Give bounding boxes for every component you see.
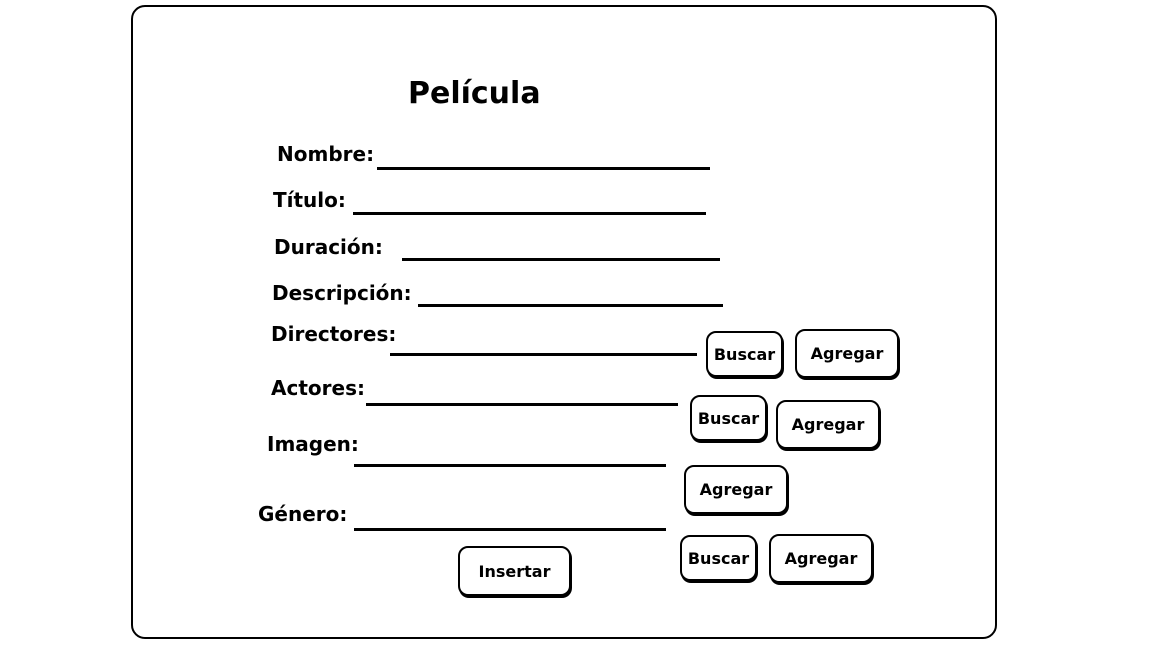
genero-input[interactable] — [354, 528, 666, 531]
actores-agregar-button[interactable]: Agregar — [776, 400, 880, 449]
nombre-label: Nombre: — [277, 142, 375, 166]
genero-agregar-button[interactable]: Agregar — [769, 534, 873, 583]
descripcion-input[interactable] — [418, 304, 723, 307]
duracion-input[interactable] — [402, 258, 720, 261]
directores-agregar-button[interactable]: Agregar — [795, 329, 899, 378]
actores-input[interactable] — [366, 403, 678, 406]
titulo-label: Título: — [273, 188, 346, 212]
imagen-label: Imagen: — [267, 432, 359, 456]
titulo-input[interactable] — [353, 212, 706, 215]
insertar-button[interactable]: Insertar — [458, 546, 571, 596]
imagen-input[interactable] — [354, 464, 666, 467]
genero-buscar-button[interactable]: Buscar — [680, 535, 757, 581]
directores-label: Directores: — [271, 322, 397, 346]
duracion-label: Duración: — [274, 235, 383, 259]
actores-buscar-button[interactable]: Buscar — [690, 395, 767, 441]
form-window — [131, 5, 997, 639]
form-title: Película — [408, 76, 541, 111]
genero-label: Género: — [258, 502, 348, 526]
directores-input[interactable] — [390, 353, 697, 356]
directores-buscar-button[interactable]: Buscar — [706, 331, 783, 377]
descripcion-label: Descripción: — [272, 281, 412, 305]
actores-label: Actores: — [271, 376, 365, 400]
nombre-input[interactable] — [377, 167, 710, 170]
imagen-agregar-button[interactable]: Agregar — [684, 465, 788, 514]
